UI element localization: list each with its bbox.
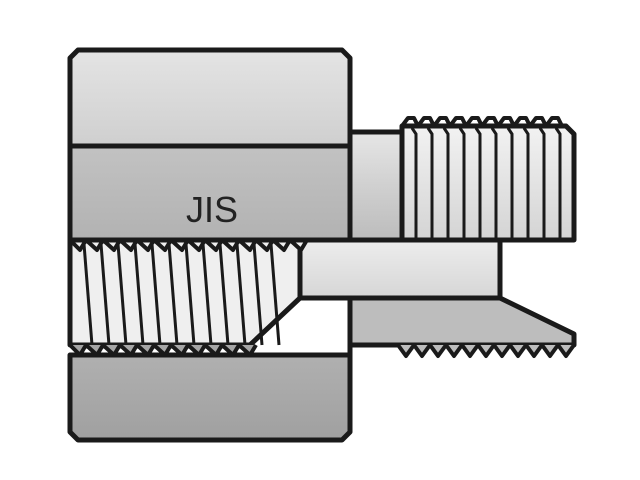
male-thread-teeth-bottom [396, 343, 576, 358]
male-thread-crest [426, 127, 434, 238]
male-thread-crest [490, 127, 498, 238]
male-thread-top-teeth [400, 116, 564, 128]
male-thread-body [399, 123, 577, 243]
female-thread-crest [116, 243, 128, 346]
male-thread-crest [410, 127, 418, 238]
male-thread-teeth-top [400, 116, 564, 128]
female-thread-crest [99, 243, 111, 346]
female-thread-crest [201, 243, 213, 346]
male-thread-crest [554, 127, 562, 238]
female-thread-crest [167, 243, 179, 346]
fitting-label: JIS [186, 189, 238, 230]
through-bore [297, 237, 503, 301]
female-thread-crest [269, 243, 281, 346]
female-thread-teeth-bottom [68, 343, 258, 357]
male-section-lower [347, 295, 577, 348]
hex-bottom-face [67, 352, 353, 443]
female-thread-crest [82, 243, 94, 346]
male-thread-crest [506, 127, 514, 238]
female-thread-crest [235, 243, 247, 346]
male-thread-crest [458, 127, 466, 238]
hex-top-face [67, 47, 353, 149]
male-thread-crest [474, 127, 482, 238]
male-thread-crest [442, 127, 450, 238]
female-thread-crest [252, 243, 264, 346]
male-thread-crest [538, 127, 546, 238]
female-thread-crest [184, 243, 196, 346]
neck-upper [347, 129, 405, 243]
female-thread-bottom-teeth [68, 343, 258, 357]
male-thread-crests [410, 127, 562, 238]
female-thread-crest [133, 243, 145, 346]
male-thread-bottom-teeth [396, 343, 576, 358]
female-thread-crest [150, 243, 162, 346]
female-thread-crests [82, 243, 281, 346]
female-thread-crest [218, 243, 230, 346]
male-thread-crest [522, 127, 530, 238]
